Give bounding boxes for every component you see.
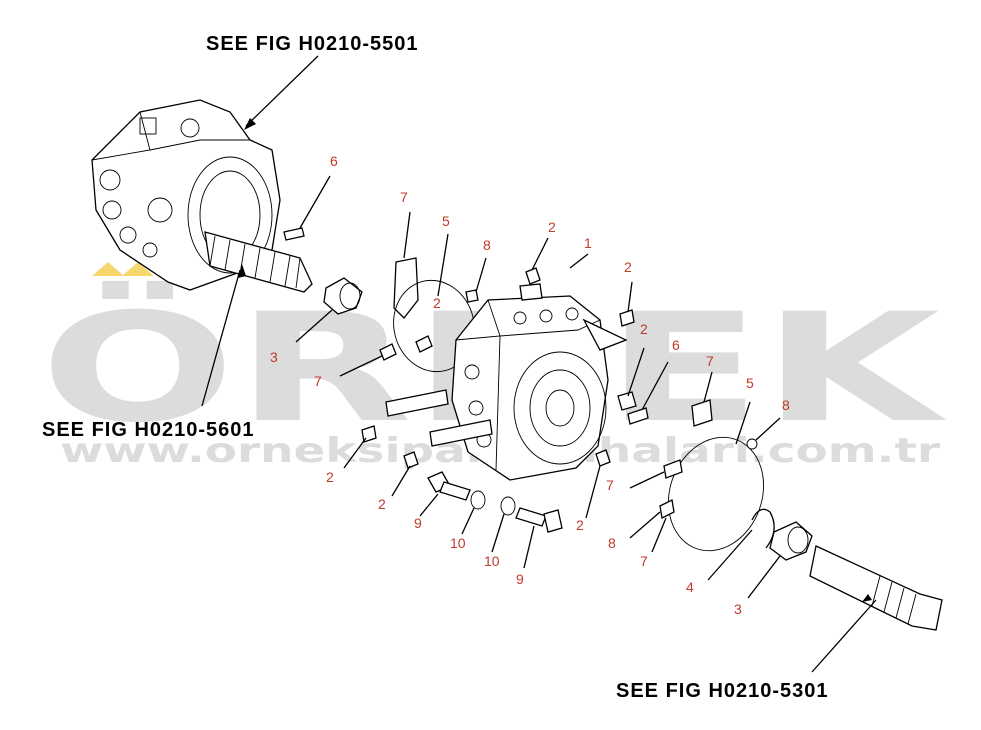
part-callout: 5 — [746, 375, 754, 391]
part-callout: 10 — [484, 553, 500, 569]
pin-lower — [627, 361, 669, 425]
part-callout: 5 — [442, 213, 450, 229]
splined-shaft-right — [809, 545, 943, 673]
reference-leaders — [201, 55, 319, 407]
part-callout: 9 — [414, 515, 422, 531]
gasket-plate-left — [339, 211, 487, 377]
part-callout: 2 — [624, 259, 632, 275]
part-callout: 2 — [640, 321, 648, 337]
pump-housing-assembly — [91, 99, 313, 293]
part-callout: 2 — [326, 469, 334, 485]
part-number-callouts: 6 7 5 8 2 1 2 2 2 3 7 6 7 5 8 2 2 7 2 9 … — [270, 153, 790, 617]
part-callout: 2 — [433, 295, 441, 311]
part-callout: 6 — [672, 337, 680, 353]
valve-block-center — [385, 283, 628, 481]
watermark-accent-marks — [92, 262, 154, 276]
gasket-ring-right — [629, 371, 781, 553]
part-callout: 6 — [330, 153, 338, 169]
needle-bearing-right — [747, 521, 813, 599]
bolts-and-washers — [419, 471, 563, 569]
needle-bearing-left — [295, 277, 363, 343]
figure-ref-h0210-5501: SEE FIG H0210-5501 — [206, 33, 419, 55]
part-callout: 3 — [270, 349, 278, 365]
part-callout: 10 — [450, 535, 466, 551]
part-callout: 3 — [734, 601, 742, 617]
part-callout: 7 — [640, 553, 648, 569]
part-callout: 1 — [584, 235, 592, 251]
part-callout: 8 — [483, 237, 491, 253]
part-callout: 7 — [314, 373, 322, 389]
part-callout: 8 — [782, 397, 790, 413]
part-callout: 7 — [706, 353, 714, 369]
part-callout: 9 — [516, 571, 524, 587]
figure-references: SEE FIG H0210-5501 SEE FIG H0210-5601 SE… — [42, 33, 829, 702]
part-callout: 2 — [378, 496, 386, 512]
figure-ref-h0210-5301: SEE FIG H0210-5301 — [616, 680, 829, 702]
part-callout: 7 — [606, 477, 614, 493]
part-callout: 2 — [576, 517, 584, 533]
part-callout: 2 — [548, 219, 556, 235]
part-callout: 8 — [608, 535, 616, 551]
snap-ring — [707, 508, 775, 581]
part-callout: 4 — [686, 579, 694, 595]
plugs-center — [343, 237, 645, 519]
part-callout: 7 — [400, 189, 408, 205]
figure-ref-h0210-5601: SEE FIG H0210-5601 — [42, 419, 255, 441]
pin-upper — [283, 175, 331, 241]
